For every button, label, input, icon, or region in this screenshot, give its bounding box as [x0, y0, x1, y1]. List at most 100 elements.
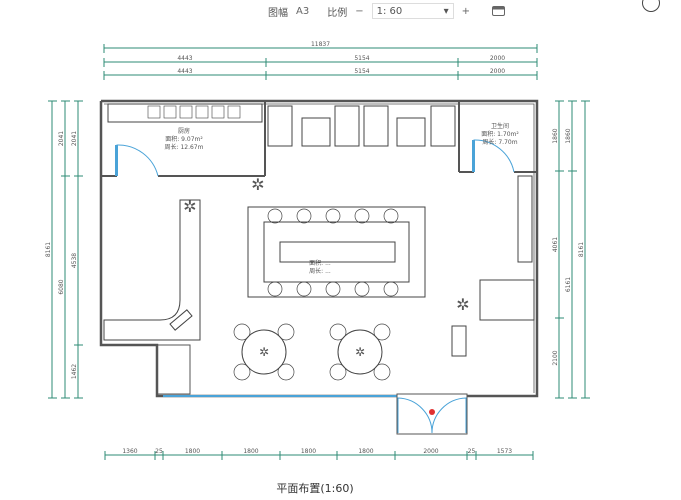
chair — [233, 363, 251, 381]
appliance — [195, 105, 209, 119]
plan-title: 平面布置(1:60) — [276, 482, 354, 495]
dim-left-col2-label: 4538 — [71, 253, 78, 268]
room-area: 面积: ... — [309, 259, 331, 267]
room-name: 厨房 — [178, 127, 190, 135]
dim-left-col1-label: 2041 — [58, 131, 65, 146]
dim-left-col2-label: 2041 — [71, 131, 78, 146]
appliance — [227, 105, 241, 119]
dim-top-row1-label: 4443 — [177, 55, 192, 62]
dim-right-col1-label: 1860 — [552, 128, 559, 143]
scale-input[interactable]: 1: 60 ▾ — [371, 3, 454, 19]
wc-door — [473, 139, 515, 173]
dim-right-col1-label: 2100 — [552, 350, 559, 365]
dim-top-row2-label: 2000 — [490, 68, 505, 75]
dim-bottom-label: 25 — [468, 448, 476, 455]
chair — [354, 208, 370, 224]
dim-top-row1-label: 2000 — [490, 55, 505, 62]
room-name: 卫生间 — [491, 122, 509, 130]
entrance — [396, 393, 468, 435]
storage — [479, 279, 535, 321]
outer-wall — [101, 99, 539, 398]
chair — [325, 281, 341, 297]
chair — [329, 323, 347, 341]
chair — [354, 281, 370, 297]
chair — [267, 281, 283, 297]
dim-bottom-label: 1800 — [185, 448, 200, 455]
kitchen-door — [116, 144, 159, 177]
layout-icon[interactable] — [491, 6, 505, 16]
chair — [277, 363, 295, 381]
dim-bottom-label: 1800 — [301, 448, 316, 455]
dim-left-col2-label: 1462 — [71, 364, 78, 379]
room-perimeter: 周长: 12.67m — [165, 143, 204, 151]
bar-stool — [169, 309, 193, 331]
scale-value: 1: 60 — [376, 5, 403, 17]
booth-table — [301, 117, 331, 147]
booth-table — [396, 117, 426, 147]
dim-bottom-label: 1360 — [122, 448, 137, 455]
chair — [383, 208, 399, 224]
table-seating — [247, 206, 426, 298]
plant-icon: ✲ — [259, 345, 269, 359]
chair — [296, 208, 312, 224]
scale-decrease-button[interactable]: − — [355, 5, 364, 17]
chevron-down-icon[interactable]: ▾ — [443, 5, 449, 17]
appliance — [163, 105, 177, 119]
room-perimeter: 周长: 7.70m — [482, 138, 517, 146]
entrance-marker — [429, 409, 435, 415]
cabinet — [156, 344, 191, 395]
room-perimeter: 周长: ... — [309, 267, 331, 275]
table-center — [279, 241, 396, 263]
kitchen-door-leaf — [115, 145, 118, 176]
outer-wall — [99, 101, 397, 398]
wc-door-leaf — [472, 140, 475, 172]
bar-counter — [103, 199, 201, 341]
dim-left-total-label: 8161 — [45, 242, 52, 257]
dim-right-col1-label: 4061 — [552, 237, 559, 252]
dim-top-total-label: 11837 — [311, 41, 330, 48]
booth-seat — [430, 105, 456, 147]
counter — [451, 325, 467, 357]
appliance — [179, 105, 193, 119]
room-area: 面积: 9.07m² — [165, 135, 203, 143]
dim-right-col2-label: 1860 — [565, 128, 572, 143]
chair — [296, 281, 312, 297]
chair — [277, 323, 295, 341]
conference-table — [263, 221, 410, 283]
dim-bottom-label: 1800 — [358, 448, 373, 455]
scale-increase-button[interactable]: + — [461, 5, 470, 17]
chair — [373, 363, 391, 381]
round-table — [241, 329, 287, 375]
booth-seat — [334, 105, 360, 147]
plant-icon: ✲ — [456, 295, 469, 314]
toolbar: 图幅 A3 比例 − 1: 60▾ + — [262, 0, 511, 22]
dim-top-row2-label: 5154 — [354, 68, 369, 75]
scale-label: 比例 — [327, 7, 348, 19]
appliance — [211, 105, 225, 119]
plant-icon: ✲ — [355, 345, 365, 359]
chair — [325, 208, 341, 224]
paper-size-select[interactable]: A3 — [296, 5, 310, 17]
entrance-door — [397, 397, 433, 434]
booth-seat — [363, 105, 389, 147]
entrance-door — [431, 397, 467, 434]
dim-right-col2-label: 6161 — [565, 277, 572, 292]
dim-right-total-label: 8161 — [578, 242, 585, 257]
booth-seat — [267, 105, 293, 147]
chair — [383, 281, 399, 297]
dim-bottom-label: 2000 — [423, 448, 438, 455]
appliance — [147, 105, 161, 119]
room-area: 面积: 1.70m² — [481, 130, 519, 138]
dim-top-row1-label: 5154 — [354, 55, 369, 62]
kitchen-counter — [107, 103, 263, 123]
plant-icon: ✲ — [251, 175, 264, 194]
dim-left-col1-label: 6080 — [58, 279, 65, 294]
chair — [329, 363, 347, 381]
shelf — [517, 175, 533, 263]
chair — [267, 208, 283, 224]
chair — [373, 323, 391, 341]
plant-icon: ✲ — [183, 197, 196, 216]
dim-bottom-label: 25 — [155, 448, 163, 455]
dim-bottom-label: 1800 — [243, 448, 258, 455]
